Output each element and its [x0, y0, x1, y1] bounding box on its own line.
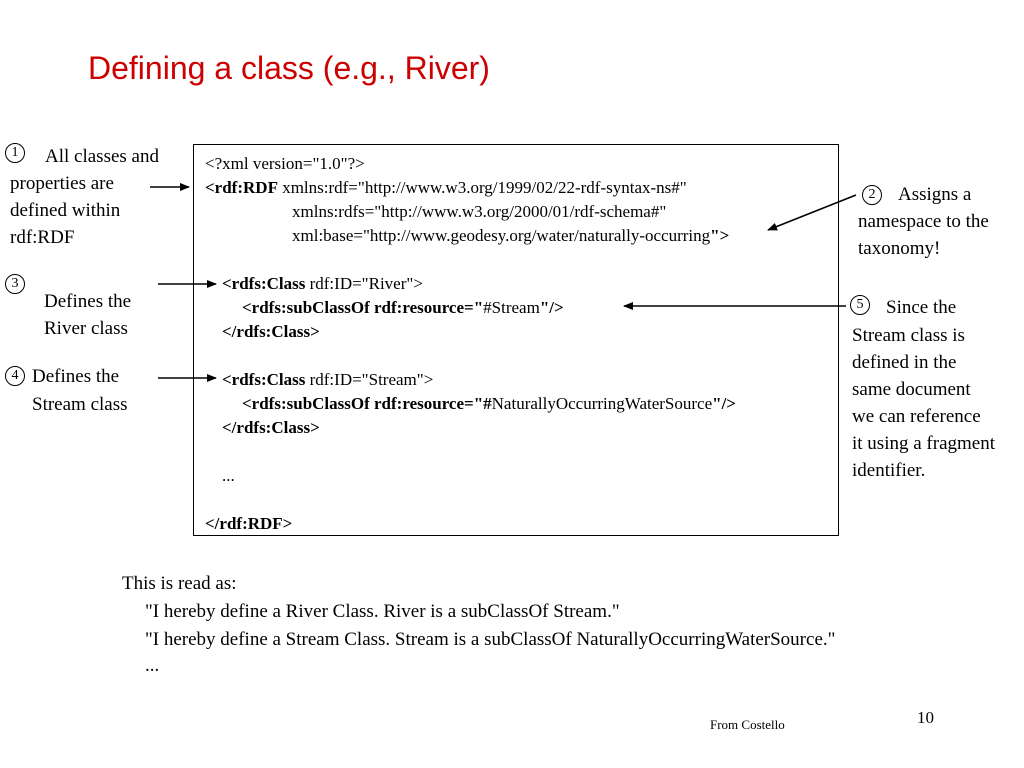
page-number: 10 [917, 708, 934, 727]
note-5-line-4: same document [852, 379, 971, 400]
note-5-line-2: Stream class is [852, 325, 965, 346]
read-as-line-2: "I hereby define a Stream Class. Stream … [145, 629, 836, 650]
note-3-line-2: River class [44, 318, 128, 339]
stream-subclass-value: NaturallyOccurringWaterSource [491, 394, 713, 413]
river-subclass-close: "/> [539, 298, 564, 317]
stream-class-attr: rdf:ID="Stream"> [309, 370, 434, 389]
river-subclass-value: #Stream [483, 298, 540, 317]
arrow-note-2 [767, 194, 857, 231]
river-class-close: </rdfs:Class> [222, 322, 320, 341]
river-class-tag: <rdfs:Class [222, 274, 306, 293]
river-subclass-tag: <rdfs:subClassOf rdf:resource=" [242, 298, 484, 317]
code-line-river-class: <rdfs:Class rdf:ID="River"> [222, 274, 423, 294]
code-line-rdf-open: <rdf:RDF xmlns:rdf="http://www.w3.org/19… [205, 178, 687, 198]
code-line-xml-base: xml:base="http://www.geodesy.org/water/n… [292, 226, 729, 246]
code-line-river-class-close: </rdfs:Class> [222, 322, 320, 342]
xml-base-close: "> [710, 226, 730, 245]
xmlns-rdf: xmlns:rdf="http://www.w3.org/1999/02/22-… [282, 178, 687, 197]
note-1-line-1: All classes and [45, 146, 159, 167]
rdf-code-box [193, 144, 839, 536]
note-2-line-2: namespace to the [858, 211, 989, 232]
stream-class-tag: <rdfs:Class [222, 370, 306, 389]
stream-subclass-close: "/> [712, 394, 736, 413]
note-4-line-2: Stream class [32, 394, 128, 415]
code-ellipsis: ... [222, 466, 235, 485]
read-as-intro: This is read as: [122, 573, 237, 594]
note-5-line-7: identifier. [852, 460, 926, 481]
code-line-rdf-close: </rdf:RDF> [205, 514, 292, 534]
code-line-stream-class: <rdfs:Class rdf:ID="Stream"> [222, 370, 433, 390]
note-4-badge: 4 [5, 366, 25, 386]
xml-base: xml:base="http://www.geodesy.org/water/n… [292, 226, 711, 245]
code-line-xmlns-rdfs: xmlns:rdfs="http://www.w3.org/2000/01/rd… [292, 202, 666, 222]
note-2-badge: 2 [862, 185, 882, 205]
note-3-badge: 3 [5, 274, 25, 294]
note-3-line-1: Defines the [44, 291, 132, 312]
stream-subclass-tag: <rdfs:subClassOf rdf:resource="# [242, 394, 492, 413]
source-credit: From Costello [710, 717, 785, 732]
code-line-xml-decl: <?xml version="1.0"?> [205, 154, 365, 174]
note-1-line-3: defined within [10, 200, 121, 221]
note-5-line-3: defined in the [852, 352, 957, 373]
stream-class-close: </rdfs:Class> [222, 418, 320, 437]
rdf-close-tag: </rdf:RDF> [205, 514, 293, 533]
rdf-open-tag: <rdf:RDF [205, 178, 278, 197]
note-2-line-3: taxonomy! [858, 238, 941, 259]
note-2-line-1: Assigns a [898, 184, 972, 205]
note-1-line-4: rdf:RDF [10, 227, 75, 248]
code-line-river-subclass: <rdfs:subClassOf rdf:resource="#Stream"/… [242, 298, 564, 318]
river-class-attr: rdf:ID="River"> [309, 274, 423, 293]
slide-title: Defining a class (e.g., River) [88, 50, 490, 86]
code-line-stream-class-close: </rdfs:Class> [222, 418, 320, 438]
note-4-line-1: Defines the [32, 366, 120, 387]
read-as-line-1: "I hereby define a River Class. River is… [145, 601, 620, 622]
note-5-line-6: it using a fragment [852, 433, 995, 454]
xmlns-rdfs: xmlns:rdfs="http://www.w3.org/2000/01/rd… [292, 202, 667, 221]
code-line-ellipsis: ... [222, 466, 235, 486]
note-5-line-5: we can reference [852, 406, 981, 427]
read-as-line-3: ... [145, 655, 160, 676]
note-5-line-1: Since the [886, 297, 957, 318]
note-1-line-2: properties are [10, 173, 114, 194]
code-line-stream-subclass: <rdfs:subClassOf rdf:resource="#Naturall… [242, 394, 736, 414]
xml-declaration: <?xml version="1.0"?> [205, 154, 365, 173]
note-1-badge: 1 [5, 143, 25, 163]
note-5-badge: 5 [850, 295, 870, 315]
